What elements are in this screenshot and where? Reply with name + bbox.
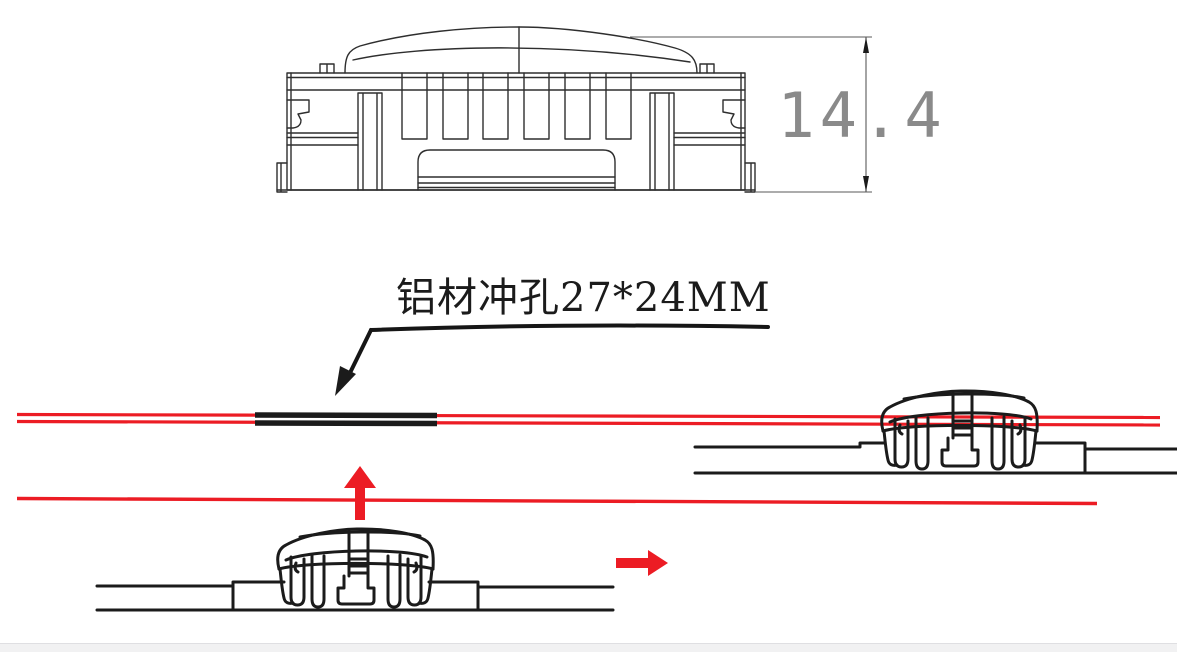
punch-hole-segment xyxy=(254,412,438,427)
punch-hole-label: 铝材冲孔27*24MM xyxy=(396,275,771,321)
leader-arrowhead-icon xyxy=(335,366,356,396)
dim-arrow-bottom-icon xyxy=(863,176,869,192)
bottom-window-strip xyxy=(0,643,1177,652)
side-view-drawing xyxy=(276,26,756,193)
height-dimension-value: 14.4 xyxy=(777,79,946,152)
clip-cross-section xyxy=(276,527,435,609)
clip-installed-view xyxy=(693,389,1177,475)
height-dimension: 14.4 xyxy=(630,36,946,193)
punch-hole-callout: 铝材冲孔27*24MM xyxy=(335,275,771,396)
panel-line-top xyxy=(16,412,1161,420)
clip-uninstalled-view xyxy=(95,527,615,612)
clip-cross-section xyxy=(880,389,1039,471)
panel-line-middle xyxy=(16,496,1098,506)
up-arrow-icon xyxy=(344,466,376,520)
dim-arrow-top-icon xyxy=(863,37,869,53)
right-arrow-icon xyxy=(616,550,668,576)
red-panel-lines xyxy=(16,412,1161,506)
leader-underline xyxy=(369,323,770,332)
